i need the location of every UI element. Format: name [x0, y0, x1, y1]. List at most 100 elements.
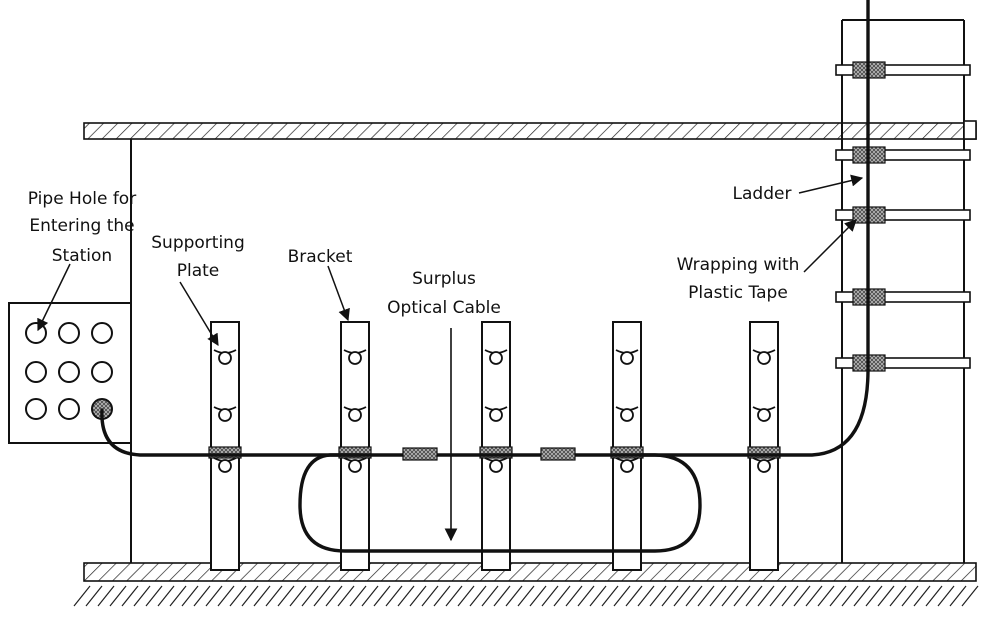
- ground-hatch-line: [865, 585, 883, 607]
- ladder-slab-bracket: [963, 120, 977, 140]
- ground-hatch-line: [541, 585, 559, 607]
- clamp-ring: [757, 459, 771, 473]
- ground-hatch-line: [937, 585, 955, 607]
- tape-wrap: [338, 446, 372, 459]
- ground-hatch-line: [649, 585, 667, 607]
- clamp-ring: [489, 459, 503, 473]
- ground-hatch-line: [781, 585, 799, 607]
- ground-hatch-line: [613, 585, 631, 607]
- supporting-plate: [479, 321, 513, 571]
- floor-slab: [73, 562, 979, 607]
- ground-hatch-line: [925, 585, 943, 607]
- clamp-ring: [757, 408, 771, 422]
- ground-hatch-line: [589, 585, 607, 607]
- ground-hatch-line: [817, 585, 835, 607]
- ground-hatch-line: [109, 585, 127, 607]
- supporting-plate: [747, 321, 781, 571]
- ground-hatch-line: [517, 585, 535, 607]
- pipe-hole: [25, 322, 47, 344]
- ground-hatch-line: [481, 585, 499, 607]
- ladder-rung: [835, 64, 971, 76]
- pipe-hole: [58, 361, 80, 383]
- ground-hatch-line: [829, 585, 847, 607]
- ground-hatch-line: [241, 585, 259, 607]
- ground-hatch-line: [769, 585, 787, 607]
- wrapping-leader: [803, 219, 857, 273]
- ground-hatch-line: [901, 585, 919, 607]
- ground-hatch-line: [145, 585, 163, 607]
- ground-hatch-line: [73, 585, 91, 607]
- pipe-hole: [58, 322, 80, 344]
- ground-hatch-line: [709, 585, 727, 607]
- ground-hatch-line: [421, 585, 439, 607]
- clamp-ring: [218, 351, 232, 365]
- tape-wrap: [208, 446, 242, 459]
- wrapping-label: Wrapping with Plastic Tape: [677, 255, 800, 303]
- ground-hatch-line: [529, 585, 547, 607]
- supporting-plate-label-line-2: Plate: [177, 261, 220, 281]
- ground-hatch-line: [289, 585, 307, 607]
- ground-hatch-line: [505, 585, 523, 607]
- wrapping-label-line-1: Wrapping with: [677, 255, 800, 275]
- ground-hatch-line: [877, 585, 895, 607]
- ground-hatch-line: [841, 585, 859, 607]
- ground-hatch-line: [169, 585, 187, 607]
- supporting-plate: [338, 321, 372, 571]
- ground-hatch-line: [625, 585, 643, 607]
- clamp-ring: [348, 351, 362, 365]
- supporting-plate-label-line-1: Supporting: [151, 233, 245, 253]
- ground-hatch-line: [577, 585, 595, 607]
- surplus-cable-label-line-2: Optical Cable: [387, 298, 501, 318]
- pipe-hole-label-line-3: Station: [52, 246, 112, 266]
- pipe-hole: [91, 322, 113, 344]
- ground-hatch-line: [217, 585, 235, 607]
- ground-hatch-line: [409, 585, 427, 607]
- ground-hatch-line: [745, 585, 763, 607]
- ground-hatch-line: [913, 585, 931, 607]
- supporting-plate-leader: [179, 281, 219, 347]
- ground-hatch-line: [457, 585, 475, 607]
- ground-hatch-line: [469, 585, 487, 607]
- pipe-hole: [58, 398, 80, 420]
- ground-hatch-line: [697, 585, 715, 607]
- pipe-hole-leader: [37, 263, 71, 332]
- supporting-plate: [208, 321, 242, 571]
- ground-hatch-line: [301, 585, 319, 607]
- supporting-plate-label: Supporting Plate: [151, 233, 245, 281]
- ground-hatch-line: [805, 585, 823, 607]
- ground-hatch-line: [361, 585, 379, 607]
- ground-hatch-line: [601, 585, 619, 607]
- pipe-hole-box: [8, 302, 132, 444]
- ground-hatch-line: [793, 585, 811, 607]
- cable-tape-wraps: [402, 447, 576, 461]
- ladder-rung: [835, 209, 971, 221]
- ground-hatch-line: [757, 585, 775, 607]
- pipe-hole: [25, 398, 47, 420]
- ground-hatch-line: [277, 585, 295, 607]
- ground-hatch-line: [133, 585, 151, 607]
- ground-hatch-line: [637, 585, 655, 607]
- ground-hatch-line: [157, 585, 175, 607]
- ladder-rung: [835, 291, 971, 303]
- ground-hatch-line: [121, 585, 139, 607]
- ground-hatch-line: [97, 585, 115, 607]
- surplus-cable-label-line-1: Surplus: [412, 269, 476, 289]
- ground-hatch-line: [853, 585, 871, 607]
- ground-hatch-line: [325, 585, 343, 607]
- ground-hatch-line: [553, 585, 571, 607]
- tape-wrap: [479, 446, 513, 459]
- clamp-ring: [620, 351, 634, 365]
- surplus-cable-label: Surplus Optical Cable: [387, 269, 501, 318]
- ground-hatch-line: [193, 585, 211, 607]
- ground-hatch-line: [385, 585, 403, 607]
- ground-hatch-line: [733, 585, 751, 607]
- ground-hatch-line: [949, 585, 967, 607]
- bracket-leader: [327, 265, 350, 322]
- ground-hatch-line: [493, 585, 511, 607]
- ground-hatch-line: [433, 585, 451, 607]
- clamp-ring: [218, 459, 232, 473]
- tape-wrap: [610, 446, 644, 459]
- ground-hatch-line: [961, 585, 979, 607]
- supporting-plate: [610, 321, 644, 571]
